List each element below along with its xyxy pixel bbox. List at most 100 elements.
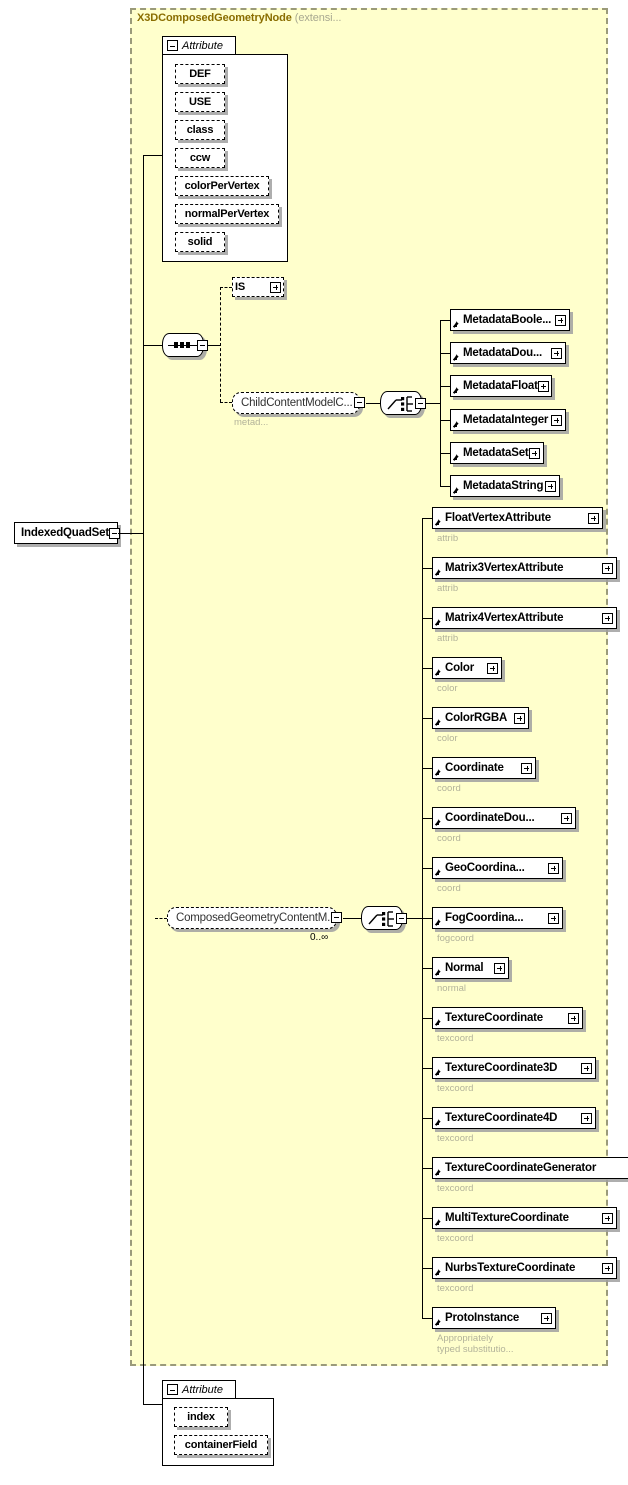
annotation-TextureCoordinateGenerator: texcoord <box>437 1183 474 1194</box>
element-IS-label: IS <box>235 281 245 293</box>
minus-icon-attrgroup-bottom[interactable] <box>167 1384 178 1395</box>
element-CoordinateDou[interactable]: CoordinateDou... <box>432 807 576 829</box>
plus-icon-FloatVertexAttribute[interactable] <box>588 512 599 524</box>
element-FogCoordina[interactable]: FogCoordina... <box>432 907 563 929</box>
plus-icon-TextureCoordinate4D[interactable] <box>581 1112 592 1124</box>
attribute-solid[interactable]: solid <box>175 232 225 252</box>
group-ref-ComposedGeometryContentModel-label: ComposedGeometryContentM... <box>176 912 337 924</box>
connector-geometry-stub-11 <box>422 1068 432 1069</box>
connector-metadata-stub-0 <box>440 320 450 321</box>
element-label: TextureCoordinate <box>445 1012 543 1024</box>
attribute-containerField[interactable]: containerField <box>174 1435 268 1455</box>
attribute-group-top-tab[interactable]: Attribute <box>162 36 236 55</box>
plus-icon-Matrix4VertexAttribute[interactable] <box>602 612 613 624</box>
element-label: TextureCoordinateGenerator <box>445 1162 597 1174</box>
plus-icon-IS[interactable] <box>270 281 281 293</box>
substitution-arrow-icon-MetadataDouble <box>452 343 461 363</box>
element-Matrix3VertexAttribute[interactable]: Matrix3VertexAttribute <box>432 557 617 579</box>
element-IS[interactable]: IS <box>232 277 284 297</box>
plus-icon-TextureCoordinate3D[interactable] <box>581 1062 592 1074</box>
minus-icon-childcontentmodel[interactable] <box>354 397 365 408</box>
element-MetadataBoolean[interactable]: MetadataBoole... <box>450 309 570 331</box>
choice-icon-geometry <box>368 911 394 927</box>
element-MetadataInteger-label: MetadataInteger <box>463 414 549 426</box>
attribute-normalPerVertex[interactable]: normalPerVertex <box>175 204 279 224</box>
plus-icon-MetadataDouble[interactable] <box>551 347 562 359</box>
plus-icon-GeoCoordina[interactable] <box>548 862 559 874</box>
root-element-IndexedQuadSet[interactable]: IndexedQuadSet <box>14 522 120 544</box>
connector-geometry-stub-3 <box>422 668 432 669</box>
plus-icon-MetadataBoolean[interactable] <box>555 314 566 326</box>
plus-icon-MetadataFloat[interactable] <box>537 380 549 392</box>
element-Normal[interactable]: Normal <box>432 957 509 979</box>
group-ref-ChildContentModel[interactable]: ChildContentModelC... <box>232 392 360 414</box>
attribute-class[interactable]: class <box>175 120 225 140</box>
attribute-DEF[interactable]: DEF <box>175 64 225 84</box>
connector-choice-metadata-out <box>426 403 440 404</box>
connector-geometry-stub-1 <box>422 568 432 569</box>
connector-geometry-stub-13 <box>422 1168 432 1169</box>
element-MetadataFloat-label: MetadataFloat <box>463 380 538 392</box>
element-MetadataString[interactable]: MetadataString <box>450 475 560 497</box>
plus-icon-ProtoInstance[interactable] <box>541 1312 552 1324</box>
element-TextureCoordinateGenerator[interactable]: TextureCoordinateGenerator <box>432 1157 628 1179</box>
minus-icon-attrgroup-top[interactable] <box>167 40 178 51</box>
plus-icon-MetadataInteger[interactable] <box>551 414 562 426</box>
plus-icon-ColorRGBA[interactable] <box>514 712 525 724</box>
connector-geometry-stub-14 <box>422 1218 432 1219</box>
attribute-group-bottom-tab[interactable]: Attribute <box>162 1380 236 1399</box>
element-TextureCoordinate3D[interactable]: TextureCoordinate3D <box>432 1057 596 1079</box>
substitution-arrow-icon-TextureCoordinateGenerator <box>434 1158 443 1178</box>
element-MetadataSet-label: MetadataSet <box>463 447 529 459</box>
plus-icon-MetadataString[interactable] <box>545 480 556 492</box>
choice-icon-metadata <box>387 396 413 412</box>
minus-icon-composedgeometry[interactable] <box>331 912 342 923</box>
attribute-colorPerVertex[interactable]: colorPerVertex <box>175 176 269 196</box>
element-FloatVertexAttribute[interactable]: FloatVertexAttribute <box>432 507 603 529</box>
group-ref-ComposedGeometryContentModel[interactable]: ComposedGeometryContentM... <box>167 907 337 929</box>
substitution-arrow-icon-MetadataString <box>452 476 461 496</box>
plus-icon-CoordinateDou[interactable] <box>561 812 572 824</box>
plus-icon-TextureCoordinate[interactable] <box>568 1012 579 1024</box>
element-GeoCoordina[interactable]: GeoCoordina... <box>432 857 563 879</box>
plus-icon-NurbsTextureCoordinate[interactable] <box>602 1262 613 1274</box>
connector-childcontent-to-choice <box>366 403 380 404</box>
attribute-ccw[interactable]: ccw <box>175 148 225 168</box>
annotation-TextureCoordinate3D: texcoord <box>437 1083 474 1094</box>
element-label: GeoCoordina... <box>445 862 525 874</box>
minus-icon-choice-metadata[interactable] <box>415 398 426 409</box>
annotation-childcontentmodel: metad... <box>234 417 269 428</box>
plus-icon-Normal[interactable] <box>494 962 505 974</box>
element-MultiTextureCoordinate[interactable]: MultiTextureCoordinate <box>432 1207 617 1229</box>
plus-icon-MultiTextureCoordinate[interactable] <box>602 1212 613 1224</box>
element-Color[interactable]: Color <box>432 657 502 679</box>
plus-icon-FogCoordina[interactable] <box>548 912 559 924</box>
minus-icon-sequence[interactable] <box>197 340 208 351</box>
attribute-USE[interactable]: USE <box>175 92 225 112</box>
element-MetadataDouble[interactable]: MetadataDou... <box>450 342 566 364</box>
element-ColorRGBA[interactable]: ColorRGBA <box>432 707 529 729</box>
annotation-Color: color <box>437 683 458 694</box>
element-MetadataString-label: MetadataString <box>463 480 544 492</box>
element-TextureCoordinate4D[interactable]: TextureCoordinate4D <box>432 1107 596 1129</box>
element-MetadataFloat[interactable]: MetadataFloat <box>450 375 552 397</box>
attribute-index[interactable]: index <box>174 1407 228 1427</box>
plus-icon-Matrix3VertexAttribute[interactable] <box>602 562 613 574</box>
element-MetadataInteger[interactable]: MetadataInteger <box>450 409 566 431</box>
element-ProtoInstance[interactable]: ProtoInstance <box>432 1307 556 1329</box>
substitution-arrow-icon-MetadataFloat <box>452 376 461 396</box>
connector-geometry-stub-10 <box>422 1018 432 1019</box>
minus-icon-choice-geometry[interactable] <box>396 913 407 924</box>
element-MetadataSet[interactable]: MetadataSet <box>450 442 544 464</box>
substitution-arrow-icon-MultiTextureCoordinate <box>434 1208 443 1228</box>
annotation-GeoCoordina: coord <box>437 883 461 894</box>
plus-icon-Coordinate[interactable] <box>521 762 532 774</box>
element-TextureCoordinate[interactable]: TextureCoordinate <box>432 1007 583 1029</box>
substitution-arrow-icon-FloatVertexAttribute <box>434 508 443 528</box>
group-ref-ChildContentModel-label: ChildContentModelC... <box>241 397 353 409</box>
element-Coordinate[interactable]: Coordinate <box>432 757 536 779</box>
plus-icon-Color[interactable] <box>487 662 498 674</box>
element-Matrix4VertexAttribute[interactable]: Matrix4VertexAttribute <box>432 607 617 629</box>
plus-icon-MetadataSet[interactable] <box>529 447 540 459</box>
element-NurbsTextureCoordinate[interactable]: NurbsTextureCoordinate <box>432 1257 617 1279</box>
